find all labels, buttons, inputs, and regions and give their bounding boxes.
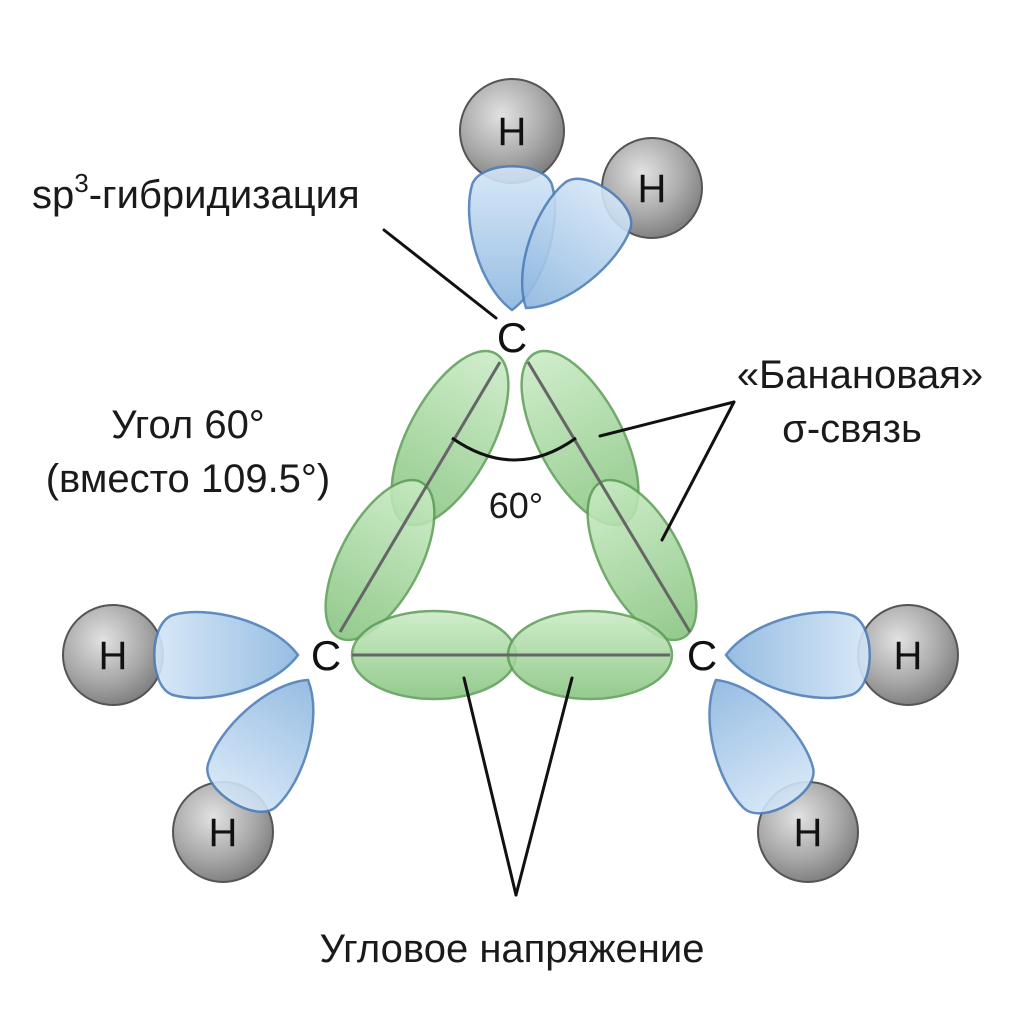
hybridization-suffix: -гибридизация <box>89 173 360 217</box>
angle-caption-line2: (вместо 109.5°) <box>46 457 331 501</box>
leader-strain-right <box>514 676 574 897</box>
leader-strain-left <box>462 676 518 897</box>
hydrogen-label-top-left: H <box>498 110 527 154</box>
leader-banana-lower <box>660 400 736 542</box>
carbon-label-right: C <box>687 632 717 679</box>
leader-lines <box>382 228 736 897</box>
hybridization-prefix: sp <box>32 173 74 217</box>
hybridization-superscript: 3 <box>74 168 88 198</box>
hydrogen-label-top-right: H <box>638 167 667 211</box>
hybrid-orbital-left-upper <box>153 610 300 700</box>
hydrogen-label-right-upper: H <box>894 634 923 678</box>
hybrid-orbital-top-right <box>521 177 633 310</box>
hybridization-label: sp3-гибридизация <box>32 168 360 217</box>
leader-banana-upper <box>598 400 736 438</box>
hydrogen-label-left-lower: H <box>209 811 238 855</box>
angle-value-label: 60° <box>489 485 543 526</box>
hybrid-orbital-right-lower <box>708 678 815 815</box>
bond-axis-right <box>526 361 692 633</box>
carbon-label-top: C <box>497 314 527 361</box>
right-ch2-group: H H <box>708 604 959 883</box>
left-ch2-group: H H <box>62 604 315 883</box>
hybrid-orbital-right-upper <box>724 610 871 700</box>
banana-bond-caption-line1: «Банановая» <box>737 353 983 397</box>
bond-axis-left <box>338 361 502 633</box>
carbon-label-left: C <box>311 632 341 679</box>
hybrid-orbital-left-lower <box>206 678 315 814</box>
angle-caption-line1: Угол 60° <box>111 403 265 447</box>
hydrogen-label-right-lower: H <box>794 811 823 855</box>
angle-arc <box>451 436 577 462</box>
ring-sigma-bonds <box>324 349 698 701</box>
banana-bond-caption-line2: σ-связь <box>782 407 922 451</box>
hydrogen-label-left-upper: H <box>99 634 128 678</box>
top-ch2-group: H H <box>459 78 703 312</box>
leader-hybridization <box>382 228 498 320</box>
angle-strain-caption: Угловое напряжение <box>320 927 705 971</box>
